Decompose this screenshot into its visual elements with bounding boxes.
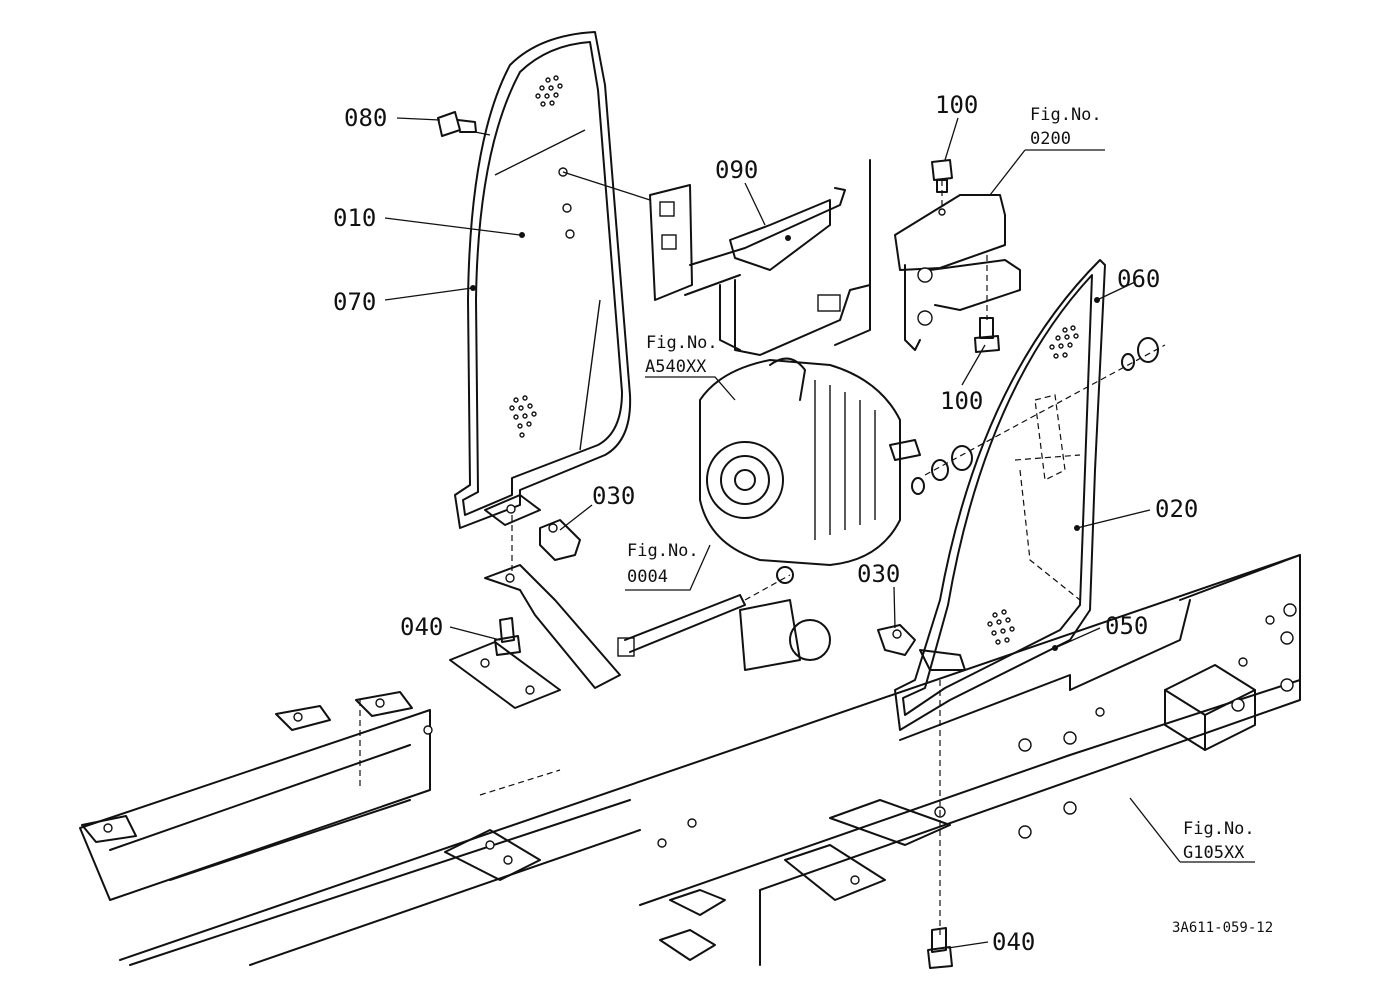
left-cover-010 [454,31,632,529]
right-cover-020 [894,259,1106,935]
callout-040-left: 040 [400,613,443,641]
callout-070: 070 [333,288,376,316]
bolt-100-top [931,159,953,193]
callout-050: 050 [1105,612,1148,640]
frame-assembly [79,554,1301,966]
bolt-080 [437,111,477,137]
clip-030-left [539,519,581,561]
callout-100-top: 100 [935,91,978,119]
bolt-040-bottom [927,927,953,969]
perforation-pattern [509,75,563,438]
fig-ref-g105-label: Fig.No. [1183,819,1255,839]
bolt-040-left [494,617,521,656]
callout-100-lower: 100 [940,387,983,415]
perforation-pattern [987,325,1079,645]
clip-030-right [877,624,916,656]
callout-030-left: 030 [592,482,635,510]
fig-ref-0004-label: Fig.No. [627,541,699,561]
alternator [617,337,1166,671]
fig-ref-a540-value: A540XX [645,357,707,377]
callout-030-right: 030 [857,560,900,588]
callout-080: 080 [344,104,387,132]
bracket-0200 [894,180,1021,351]
callout-090: 090 [715,156,758,184]
support-bracket-left [449,515,621,709]
callout-040-bottom: 040 [992,928,1035,956]
bolt-100-lower [974,317,1000,353]
callout-020: 020 [1155,495,1198,523]
bracket-090 [649,159,871,356]
fig-ref-0200-label: Fig.No. [1030,105,1102,125]
fig-ref-a540-label: Fig.No. [646,333,718,353]
callout-010: 010 [333,204,376,232]
callout-060: 060 [1117,265,1160,293]
fig-ref-0004-value: 0004 [627,567,668,587]
fig-ref-0200-value: 0200 [1030,129,1071,149]
drawing-code: 3A611-059-12 [1172,920,1273,936]
fig-ref-g105-value: G105XX [1183,843,1245,863]
leader-lines [384,117,1255,949]
